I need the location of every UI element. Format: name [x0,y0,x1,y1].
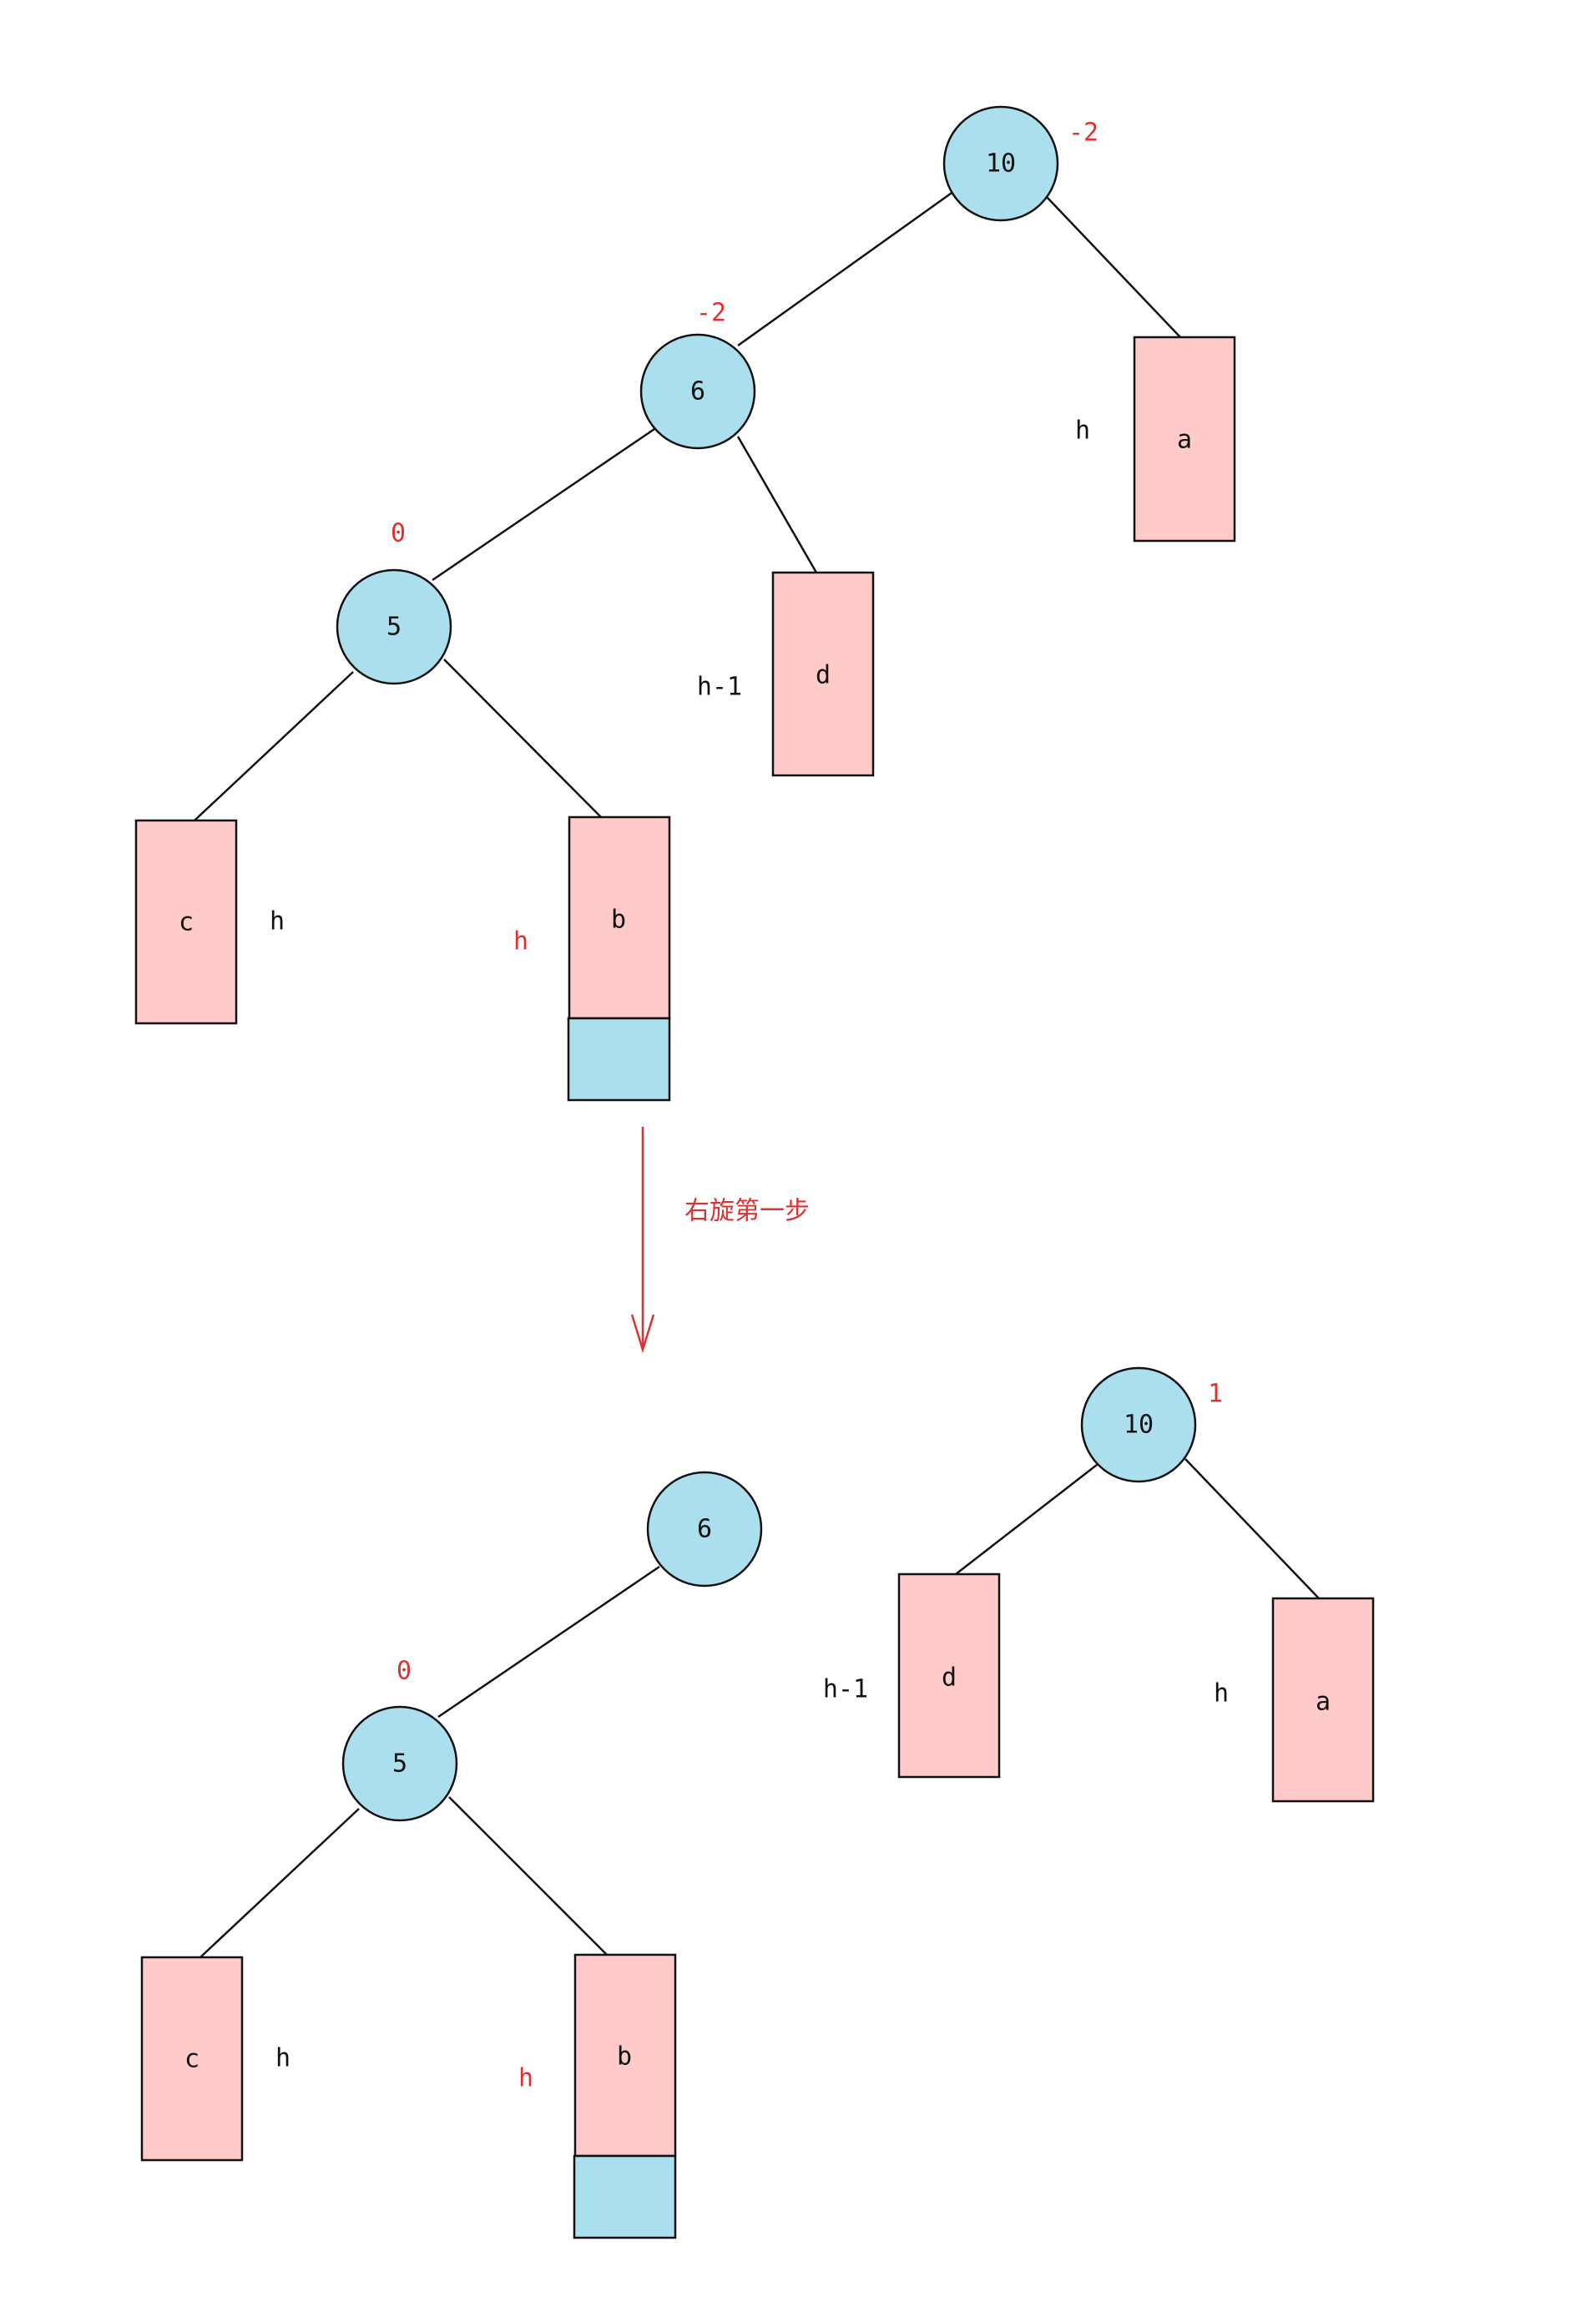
node-circle [646,1471,763,1588]
node-circle [336,568,452,685]
subtree-box [134,819,238,1025]
subtree-box [573,1953,677,2158]
tree-node-6: 6 [646,1471,763,1588]
node-label: 10 [986,149,1016,179]
subtree-extension-block [567,1017,671,1102]
subtree-extension-block [573,2154,677,2239]
edge-6-d [736,436,818,573]
subtree-a: a [1133,336,1236,543]
height-label-c: h [275,2044,290,2073]
transition-arrow: 右旋第一步 [630,1127,810,1354]
bottom-left-tree: 6 5 0 c h b h [140,1471,763,2239]
balance-factor-6: -2 [696,299,726,328]
subtree-box [897,1573,1001,1779]
top-tree: 10 -2 6 -2 5 0 a h d h-1 c [134,105,1236,1102]
edge-10-d [955,1464,1098,1575]
subtree-label: a [1316,1688,1331,1717]
node-label: 6 [697,1515,712,1544]
subtree-box [771,571,875,777]
edge-5-c [200,1808,360,1958]
node-circle [341,1705,458,1822]
balance-factor-5: 0 [396,1657,412,1686]
node-label: 6 [690,377,705,406]
subtree-label: b [617,2042,632,2072]
bottom-right-tree: 10 1 d h-1 a h [823,1366,1375,1803]
height-label-b: h [513,927,528,957]
subtree-d: d [897,1573,1001,1779]
subtree-label: d [942,1663,957,1693]
tree-node-5: 5 [341,1705,458,1822]
edge-10-6 [737,189,955,347]
subtree-label: d [816,661,831,690]
edge-6-5 [437,1565,660,1719]
height-label-a: h [1075,416,1090,446]
subtree-a: a [1271,1597,1375,1803]
node-label: 5 [392,1749,407,1779]
node-circle [942,105,1059,222]
subtree-label: b [611,906,626,935]
subtree-box [1133,336,1236,543]
height-label-d: h-1 [697,673,742,702]
tree-node-6: 6 [639,333,756,450]
subtree-b: b [567,815,671,1102]
subtree-c: c [140,1956,244,2162]
subtree-label: c [184,2045,200,2074]
tree-node-10: 10 [1080,1366,1197,1483]
edge-10-a [1046,196,1181,338]
subtree-label: a [1177,426,1192,455]
tree-node-10: 10 [942,105,1059,222]
balance-factor-5: 0 [391,519,406,548]
height-label-c: h [270,907,285,936]
subtree-label: c [179,908,194,937]
tree-node-5: 5 [336,568,452,685]
edge-6-5 [432,427,655,582]
step-label: 右旋第一步 [684,1197,810,1226]
subtree-d: d [771,571,875,777]
subtree-b: b [573,1953,677,2239]
edge-10-a [1184,1458,1320,1599]
edge-5-c [194,671,354,821]
node-circle [639,333,756,450]
balance-factor-10: -2 [1068,119,1099,148]
height-label-d: h-1 [823,1675,868,1704]
height-label-a: h [1214,1679,1229,1709]
edge-5-b [448,1796,609,1956]
node-label: 10 [1124,1411,1154,1440]
balance-factor-10: 1 [1208,1380,1223,1409]
edge-5-b [443,659,602,818]
arrow-head [630,1314,655,1354]
subtree-c: c [134,819,238,1025]
node-label: 5 [386,613,402,642]
subtree-box [1271,1597,1375,1803]
subtree-box [140,1956,244,2162]
height-label-b: h [518,2064,533,2093]
node-circle [1080,1366,1197,1483]
